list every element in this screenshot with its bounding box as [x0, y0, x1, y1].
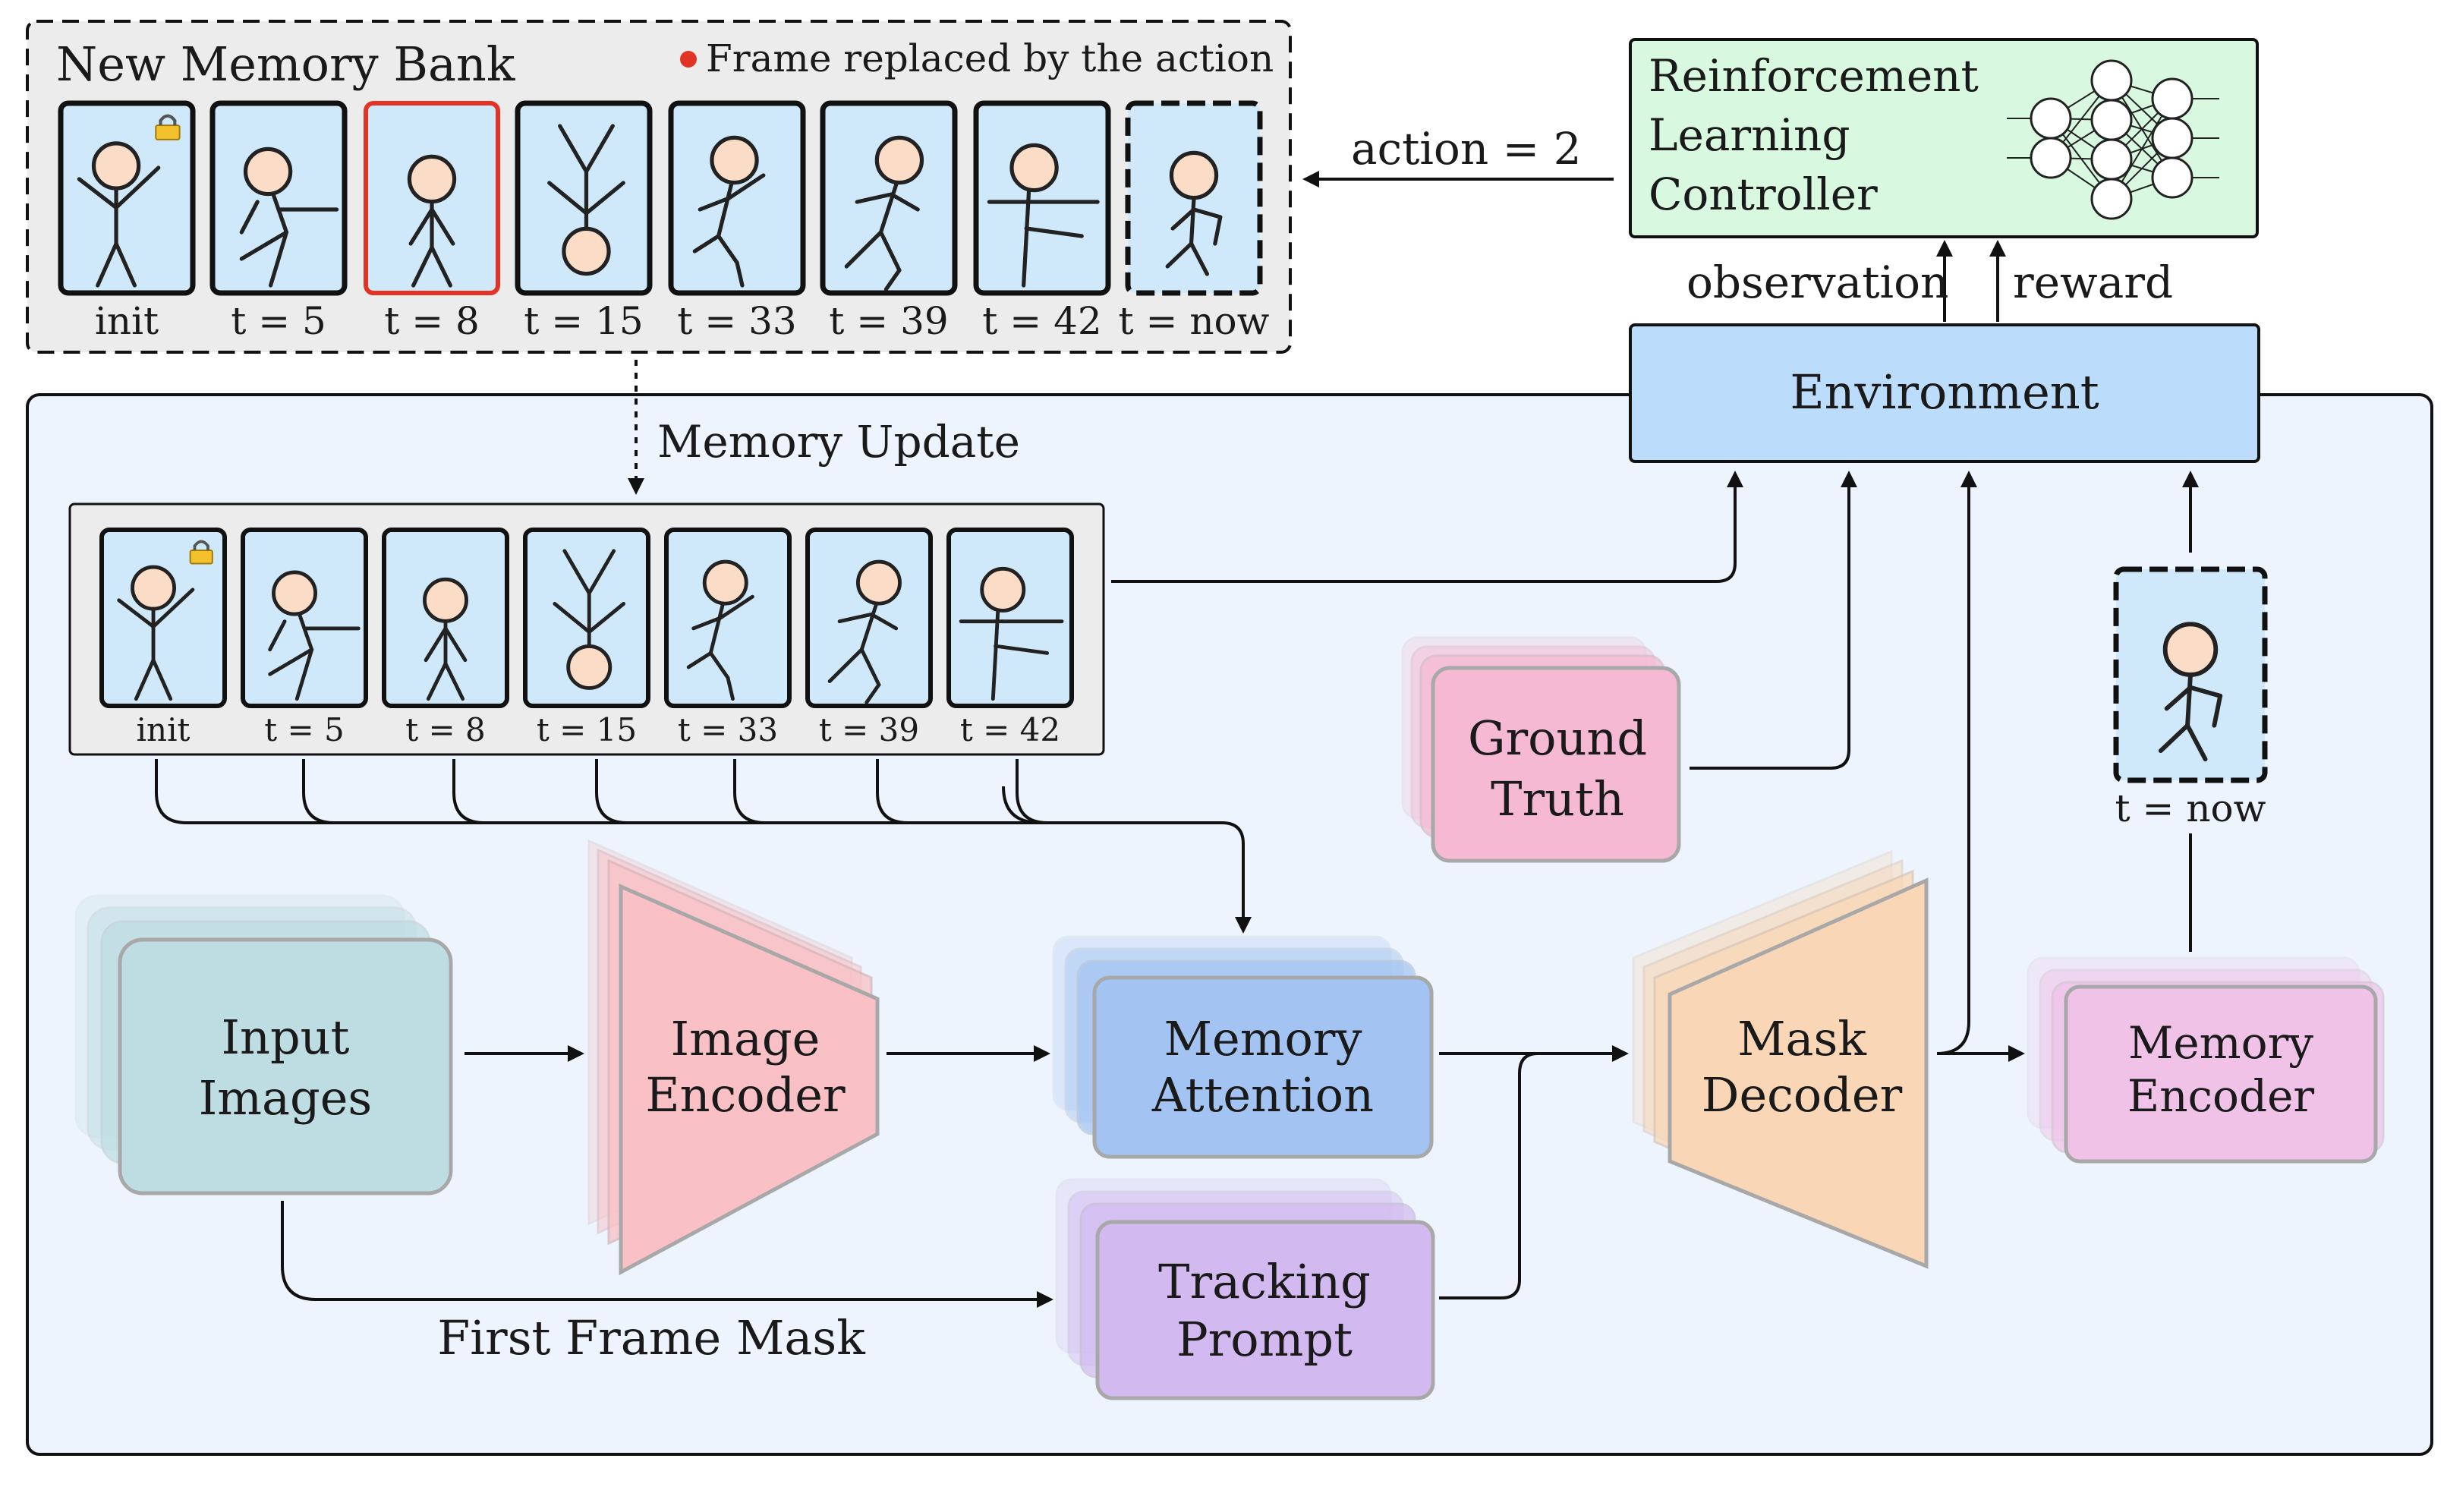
memory-bank-frame-label: t = 15 — [537, 711, 637, 748]
new-memory-bank-frame-label: t = 33 — [677, 299, 796, 343]
memory-bank-frames: init t = 5 t = 8 t = 15 t = 33 t = 39 t = 42 — [99, 528, 1074, 748]
memory-bank-frame — [946, 528, 1074, 708]
environment-label: Environment — [1790, 364, 2099, 420]
arrow-first-frame-mask — [281, 1201, 1053, 1308]
replaced-frame-legend-label: Frame replaced by the action — [706, 36, 1274, 80]
mask-decoder-shape[interactable] — [1668, 877, 1929, 1269]
new-memory-bank-title: New Memory Bank — [56, 36, 515, 92]
tracking-prompt-label-line-1: Tracking — [1158, 1254, 1371, 1309]
memory-attention-label-line-2: Attention — [1151, 1067, 1374, 1123]
tracking-prompt-stack — [1055, 1178, 1435, 1400]
neural-network-icon — [2007, 59, 2219, 220]
memory-encoder-label-line-2: Encoder — [2127, 1070, 2315, 1122]
neural-network-node — [2090, 178, 2133, 220]
replaced-frame-legend-dot — [680, 51, 697, 68]
memory-attention-label-line-1: Memory — [1164, 1011, 1362, 1066]
mask-decoder-label-line-1: Mask — [1737, 1011, 1866, 1066]
neural-network-node — [2151, 156, 2193, 199]
memory-bank-frame — [523, 528, 650, 708]
memory-update-label: Memory Update — [657, 416, 1020, 468]
new-memory-bank-frame — [820, 100, 958, 296]
new-memory-bank-frame-label: t = 15 — [524, 299, 643, 343]
new-memory-bank-frame — [515, 100, 653, 296]
current-frame-image — [2113, 566, 2268, 783]
memory-bank-frame-label: t = 5 — [264, 711, 345, 748]
neural-network-node — [2030, 137, 2072, 179]
memory-bank-frame-label: t = 39 — [819, 711, 919, 748]
arrow-memory-bank-to-environment — [1111, 471, 1743, 583]
memory-attention-stack — [1052, 935, 1434, 1159]
memory-bank-frame — [664, 528, 792, 708]
connections — [155, 471, 2199, 1308]
new-memory-bank-frame-label: t = now — [1119, 299, 1270, 343]
reward-label: reward — [2013, 257, 2173, 308]
input-images-label-line-1: Input — [222, 1010, 350, 1065]
memory-encoder-label-line-1: Memory — [2128, 1017, 2313, 1069]
memory-encoder-box[interactable] — [2064, 984, 2378, 1164]
new-memory-bank-frame-label: t = 42 — [982, 299, 1101, 343]
input-images-box[interactable] — [118, 937, 453, 1195]
new-memory-bank-frame-label: t = 39 — [829, 299, 948, 343]
new-memory-bank-frame-label: t = 8 — [384, 299, 480, 343]
arrow-ground-truth-to-environment — [1690, 471, 1857, 770]
neural-network-node — [2030, 97, 2072, 140]
memory-bank-frame-label: t = 8 — [405, 711, 486, 748]
memory-bank-frame — [99, 528, 227, 708]
tracking-prompt-box[interactable] — [1095, 1220, 1435, 1400]
current-frame — [2113, 566, 2268, 783]
memory-bank-frame — [241, 528, 368, 708]
image-encoder-label-line-2: Encoder — [645, 1067, 846, 1123]
new-memory-bank-frame — [58, 100, 196, 296]
new-memory-bank-frame — [973, 100, 1111, 296]
image-encoder-shape[interactable] — [619, 884, 880, 1276]
memory-attention-box[interactable] — [1092, 975, 1434, 1159]
new-memory-bank-frames: init t = 5 t = 8 t = 15 t = 33 t = 39 t = 42 t … — [58, 100, 1270, 343]
line-tracking-prompt-to-mask-decoder — [1439, 1052, 1538, 1299]
new-memory-bank-frame — [1125, 100, 1263, 296]
first-frame-mask-label: First Frame Mask — [437, 1310, 865, 1366]
ground-truth-box[interactable] — [1431, 666, 1681, 863]
image-encoder-label-line-1: Image — [671, 1011, 820, 1066]
rl-controller-label-line-3: Controller — [1649, 169, 1878, 220]
memory-bank-frame — [805, 528, 933, 708]
ground-truth-label-line-1: Ground — [1468, 710, 1647, 766]
rl-controller-label-line-2: Learning — [1649, 109, 1850, 161]
image-encoder-stack — [587, 839, 880, 1276]
neural-network-node — [2151, 117, 2193, 159]
neural-network-node — [2090, 59, 2133, 102]
input-images-stack — [74, 894, 453, 1195]
new-memory-bank-frame — [209, 100, 348, 296]
input-images-label-line-2: Images — [199, 1070, 372, 1126]
mask-decoder-stack — [1632, 849, 1929, 1269]
environment-box[interactable] — [1629, 323, 2260, 463]
neural-network-node — [2151, 77, 2193, 120]
ground-truth-stack — [1401, 636, 1681, 863]
memory-bank-frame-label: init — [137, 711, 191, 748]
observation-label: observation — [1686, 257, 1948, 308]
ground-truth-label-line-2: Truth — [1491, 771, 1624, 827]
tracking-prompt-label-line-2: Prompt — [1176, 1312, 1353, 1367]
memory-bank-frame-label: t = 33 — [678, 711, 778, 748]
memory-bank-frame — [382, 528, 509, 708]
new-memory-bank-frame-label: init — [95, 299, 159, 343]
new-memory-bank-frame — [364, 101, 500, 295]
action-label: action = 2 — [1351, 123, 1582, 175]
neural-network-node — [2090, 138, 2133, 181]
current-frame-label: t = now — [2115, 786, 2266, 830]
rl-controller-label-line-1: Reinforcement — [1649, 50, 1979, 102]
new-memory-bank-frame — [668, 100, 806, 296]
neural-network-node — [2090, 99, 2133, 141]
memory-bank-frame-label: t = 42 — [960, 711, 1060, 748]
mask-decoder-label-line-2: Decoder — [1702, 1067, 1903, 1123]
memory-encoder-stack — [2027, 956, 2385, 1164]
new-memory-bank-frame-label: t = 5 — [231, 299, 326, 343]
